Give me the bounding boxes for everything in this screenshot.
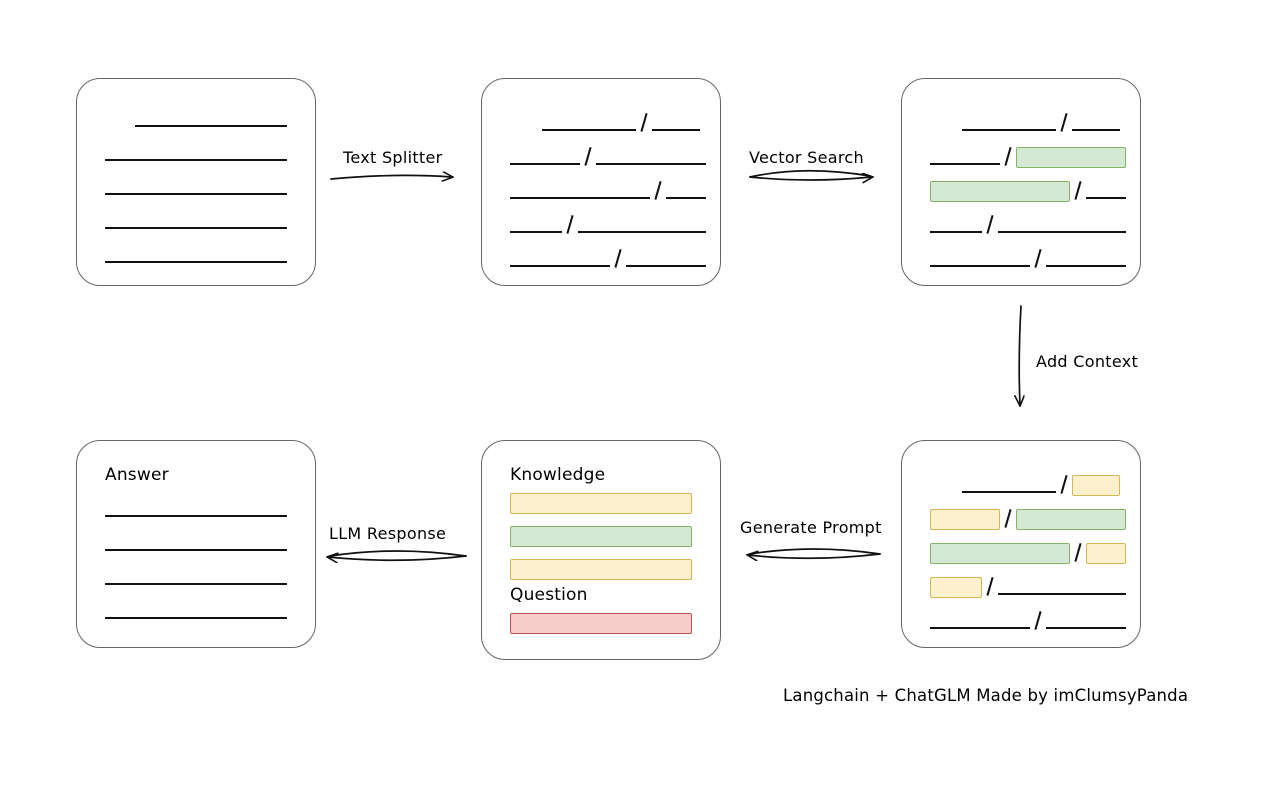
- chunk-separator-slash: [636, 112, 652, 134]
- arrow-llm-response: [328, 550, 467, 560]
- chunk-row: [482, 248, 720, 270]
- chunk-separator-slash: [1030, 248, 1046, 270]
- edge-label-text-splitter: Text Splitter: [343, 148, 443, 167]
- chunk-row: [902, 146, 1140, 168]
- arrow-generate-prompt: [748, 548, 881, 558]
- chunk-separator-slash: [650, 180, 666, 202]
- highlight-segment-yellow: [930, 576, 982, 598]
- highlight-segment-yellow: [1086, 542, 1126, 564]
- vector-search-results-card[interactable]: [901, 78, 1141, 286]
- source-document-lines: [77, 79, 315, 285]
- text-segment: [930, 610, 1030, 632]
- text-line: [105, 261, 287, 263]
- chunk-separator-slash: [982, 214, 998, 236]
- text-segment: [998, 576, 1126, 598]
- edge-label-vector-search: Vector Search: [749, 148, 864, 167]
- chunk-separator-slash: [1070, 180, 1086, 202]
- text-segment: [596, 146, 706, 168]
- text-segment: [998, 214, 1126, 236]
- chunk-row: [482, 214, 720, 236]
- chunk-separator-slash: [610, 248, 626, 270]
- text-segment: [1046, 610, 1126, 632]
- edge-label-generate-prompt: Generate Prompt: [740, 518, 882, 537]
- text-line: [105, 515, 287, 517]
- prompt-bars: [482, 441, 720, 659]
- chunk-separator-slash: [1056, 474, 1072, 496]
- text-line: [105, 617, 287, 619]
- knowledge-heading: Knowledge: [510, 465, 606, 485]
- text-line: [105, 549, 287, 551]
- chunk-row: [902, 542, 1140, 564]
- text-segment: [510, 248, 610, 270]
- answer-heading: Answer: [105, 465, 169, 485]
- source-document-card[interactable]: [76, 78, 316, 286]
- split-chunks-rows: [482, 79, 720, 285]
- text-segment: [510, 180, 650, 202]
- text-segment: [930, 248, 1030, 270]
- chunk-row: [902, 474, 1140, 496]
- text-segment: [1086, 180, 1126, 202]
- chunk-row: [902, 180, 1140, 202]
- text-line: [135, 125, 287, 127]
- highlight-segment-green: [930, 180, 1070, 202]
- chunk-row: [482, 146, 720, 168]
- chunk-separator-slash: [982, 576, 998, 598]
- text-segment: [962, 474, 1056, 496]
- generated-prompt-card[interactable]: Knowledge Question: [481, 440, 721, 660]
- highlight-segment-green: [1016, 508, 1126, 530]
- chunk-separator-slash: [1070, 542, 1086, 564]
- knowledge-bar-green: [510, 526, 692, 547]
- text-segment: [578, 214, 706, 236]
- text-line: [105, 227, 287, 229]
- split-chunks-card[interactable]: [481, 78, 721, 286]
- chunk-separator-slash: [1000, 508, 1016, 530]
- question-heading: Question: [510, 585, 588, 605]
- chunk-separator-slash: [1030, 610, 1046, 632]
- text-line: [105, 193, 287, 195]
- vector-search-rows: [902, 79, 1140, 285]
- text-line: [105, 159, 287, 161]
- text-segment: [1072, 112, 1120, 134]
- chunk-row: [902, 112, 1140, 134]
- answer-lines: [77, 441, 315, 647]
- chunk-row: [902, 508, 1140, 530]
- edge-label-llm-response: LLM Response: [329, 524, 447, 543]
- knowledge-bar-yellow: [510, 559, 692, 580]
- question-bar-red: [510, 613, 692, 634]
- text-segment: [930, 146, 1000, 168]
- chunk-row: [482, 180, 720, 202]
- chunk-row: [902, 214, 1140, 236]
- chunk-row: [902, 248, 1140, 270]
- highlight-segment-green: [930, 542, 1070, 564]
- chunk-row: [902, 610, 1140, 632]
- edge-label-add-context: Add Context: [1036, 352, 1139, 371]
- arrow-text-splitter: [330, 175, 452, 179]
- answer-card[interactable]: Answer: [76, 440, 316, 648]
- text-segment: [510, 146, 580, 168]
- footer-credit: Langchain + ChatGLM Made by imClumsyPand…: [783, 686, 1189, 705]
- highlight-segment-yellow: [930, 508, 1000, 530]
- text-segment: [1046, 248, 1126, 270]
- chunk-separator-slash: [1000, 146, 1016, 168]
- text-segment: [626, 248, 706, 270]
- text-segment: [962, 112, 1056, 134]
- text-line: [105, 583, 287, 585]
- context-added-rows: [902, 441, 1140, 647]
- chunk-row: [902, 576, 1140, 598]
- text-segment: [666, 180, 706, 202]
- text-segment: [510, 214, 562, 236]
- arrow-vector-search: [749, 169, 872, 180]
- text-segment: [542, 112, 636, 134]
- chunk-separator-slash: [1056, 112, 1072, 134]
- chunk-separator-slash: [562, 214, 578, 236]
- highlight-segment-yellow: [1072, 474, 1120, 496]
- knowledge-bar-yellow: [510, 493, 692, 514]
- text-segment: [930, 214, 982, 236]
- chunk-row: [482, 112, 720, 134]
- context-added-card[interactable]: [901, 440, 1141, 648]
- text-segment: [652, 112, 700, 134]
- highlight-segment-green: [1016, 146, 1126, 168]
- arrow-add-context: [1019, 305, 1021, 405]
- chunk-separator-slash: [580, 146, 596, 168]
